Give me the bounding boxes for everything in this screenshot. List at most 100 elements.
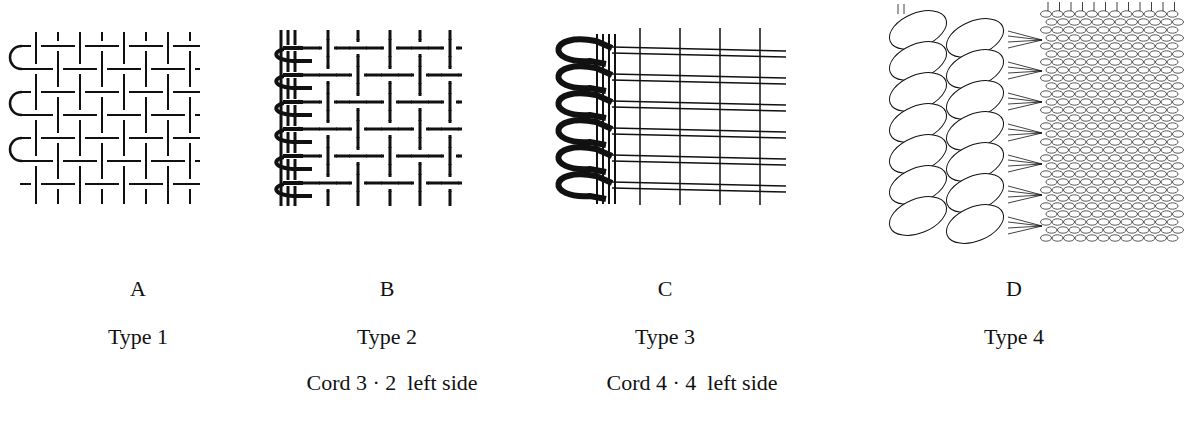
- weft-thread: [334, 155, 337, 158]
- weft-thread: [349, 155, 367, 158]
- weave-cell: [1104, 131, 1115, 137]
- weft-thread: [441, 155, 444, 158]
- weave-cell: [1167, 155, 1178, 161]
- weave-cell: [1052, 123, 1063, 129]
- weave-cell: [1161, 179, 1172, 185]
- cord-thread: [608, 34, 610, 204]
- crossing-gap: [139, 131, 153, 145]
- weave-cell: [1041, 171, 1052, 177]
- weave-cell: [1161, 51, 1172, 57]
- weave-cell: [1173, 35, 1184, 41]
- weft-thread: [160, 45, 163, 47]
- weave-cell: [1173, 179, 1184, 185]
- crossing-gap: [320, 94, 336, 110]
- warp-thread: [57, 143, 59, 146]
- crossing-gap: [320, 40, 336, 56]
- cord-thread: [614, 34, 616, 204]
- weave-cell: [1081, 147, 1092, 153]
- fan-strand: [1008, 155, 1042, 164]
- weft-thread: [129, 137, 132, 139]
- weave-cell: [1081, 19, 1092, 25]
- crossing-gap: [183, 39, 197, 53]
- warp-thread: [79, 120, 81, 123]
- weave-cell: [1081, 99, 1092, 105]
- crossing-gap: [29, 154, 43, 168]
- crossing-gap: [382, 94, 398, 110]
- weave-cell: [1173, 131, 1184, 137]
- warp-thread: [79, 176, 81, 192]
- weave-cell: [1161, 227, 1172, 233]
- weave-cell: [1092, 179, 1103, 185]
- weft-thread: [116, 114, 132, 116]
- warp-thread: [145, 38, 147, 41]
- weave-cell: [1052, 139, 1063, 145]
- weave-cell: [1052, 91, 1063, 97]
- weave-cell: [1127, 51, 1138, 57]
- warp-end: [898, 4, 899, 14]
- warp-thread: [57, 97, 59, 100]
- crossing-gap: [350, 40, 366, 56]
- weft-thread: [173, 45, 176, 47]
- weft-thread: [85, 183, 88, 185]
- weave-cell: [1173, 99, 1184, 105]
- warp-thread: [189, 107, 191, 123]
- weave-cell: [1144, 155, 1155, 161]
- weave-cell: [1052, 203, 1063, 209]
- weft-thread: [116, 183, 119, 185]
- weft-thread: [50, 45, 66, 47]
- weave-cell: [1104, 115, 1115, 121]
- warp-end: [904, 4, 905, 14]
- type1-weave: [10, 32, 200, 204]
- cord-weave: [300, 30, 462, 206]
- crossing-gap: [442, 67, 458, 83]
- weave-cell: [1104, 227, 1115, 233]
- weave-cell: [1167, 107, 1178, 113]
- weft-thread: [182, 160, 185, 162]
- weave-cell: [1104, 99, 1115, 105]
- weft-thread: [28, 160, 44, 162]
- weave-cell: [1104, 195, 1115, 201]
- weft-thread: [381, 182, 399, 185]
- plain-weave: [20, 32, 200, 204]
- fan-strand: [1008, 164, 1042, 172]
- crossing-gap: [183, 177, 197, 191]
- weave-cell: [1121, 155, 1132, 161]
- weft-thread: [173, 183, 176, 185]
- crossing-gap: [412, 40, 428, 56]
- warp-thread: [145, 107, 147, 123]
- warp-thread: [327, 81, 330, 84]
- coil-strand: [884, 189, 952, 243]
- weft-thread: [441, 128, 459, 131]
- weave-cell: [1098, 75, 1109, 81]
- warp-end: [1071, 2, 1072, 11]
- weave-cell: [1064, 11, 1075, 17]
- weave-cell: [1144, 203, 1155, 209]
- weave-cell: [1173, 227, 1184, 233]
- warp-thread: [327, 135, 330, 138]
- weft-thread: [72, 114, 88, 116]
- warp-end: [1128, 2, 1129, 11]
- weave-cell: [1064, 59, 1075, 65]
- weave-cell: [1098, 171, 1109, 177]
- weave-cell: [1156, 235, 1167, 241]
- weave-cell: [1087, 219, 1098, 225]
- cord-note: Cord 4 · 4 left side: [606, 370, 777, 396]
- warp-thread: [123, 176, 125, 192]
- warp-thread: [35, 84, 37, 100]
- warp-thread: [79, 153, 81, 156]
- weave-cell: [1150, 227, 1161, 233]
- crossing-gap: [350, 94, 366, 110]
- warp-thread: [189, 32, 191, 204]
- weave-cell: [1046, 99, 1057, 105]
- warp-thread: [449, 93, 452, 111]
- warp-thread: [145, 51, 147, 54]
- weave-cell: [1098, 123, 1109, 129]
- crossing-gap: [29, 177, 43, 191]
- weave-cell: [1156, 91, 1167, 97]
- weave-cell: [1138, 163, 1149, 169]
- weave-cell: [1098, 43, 1109, 49]
- weave-cell: [1064, 27, 1075, 33]
- warp-thread: [327, 39, 330, 57]
- warp-thread: [639, 28, 641, 205]
- crossing-gap: [95, 85, 109, 99]
